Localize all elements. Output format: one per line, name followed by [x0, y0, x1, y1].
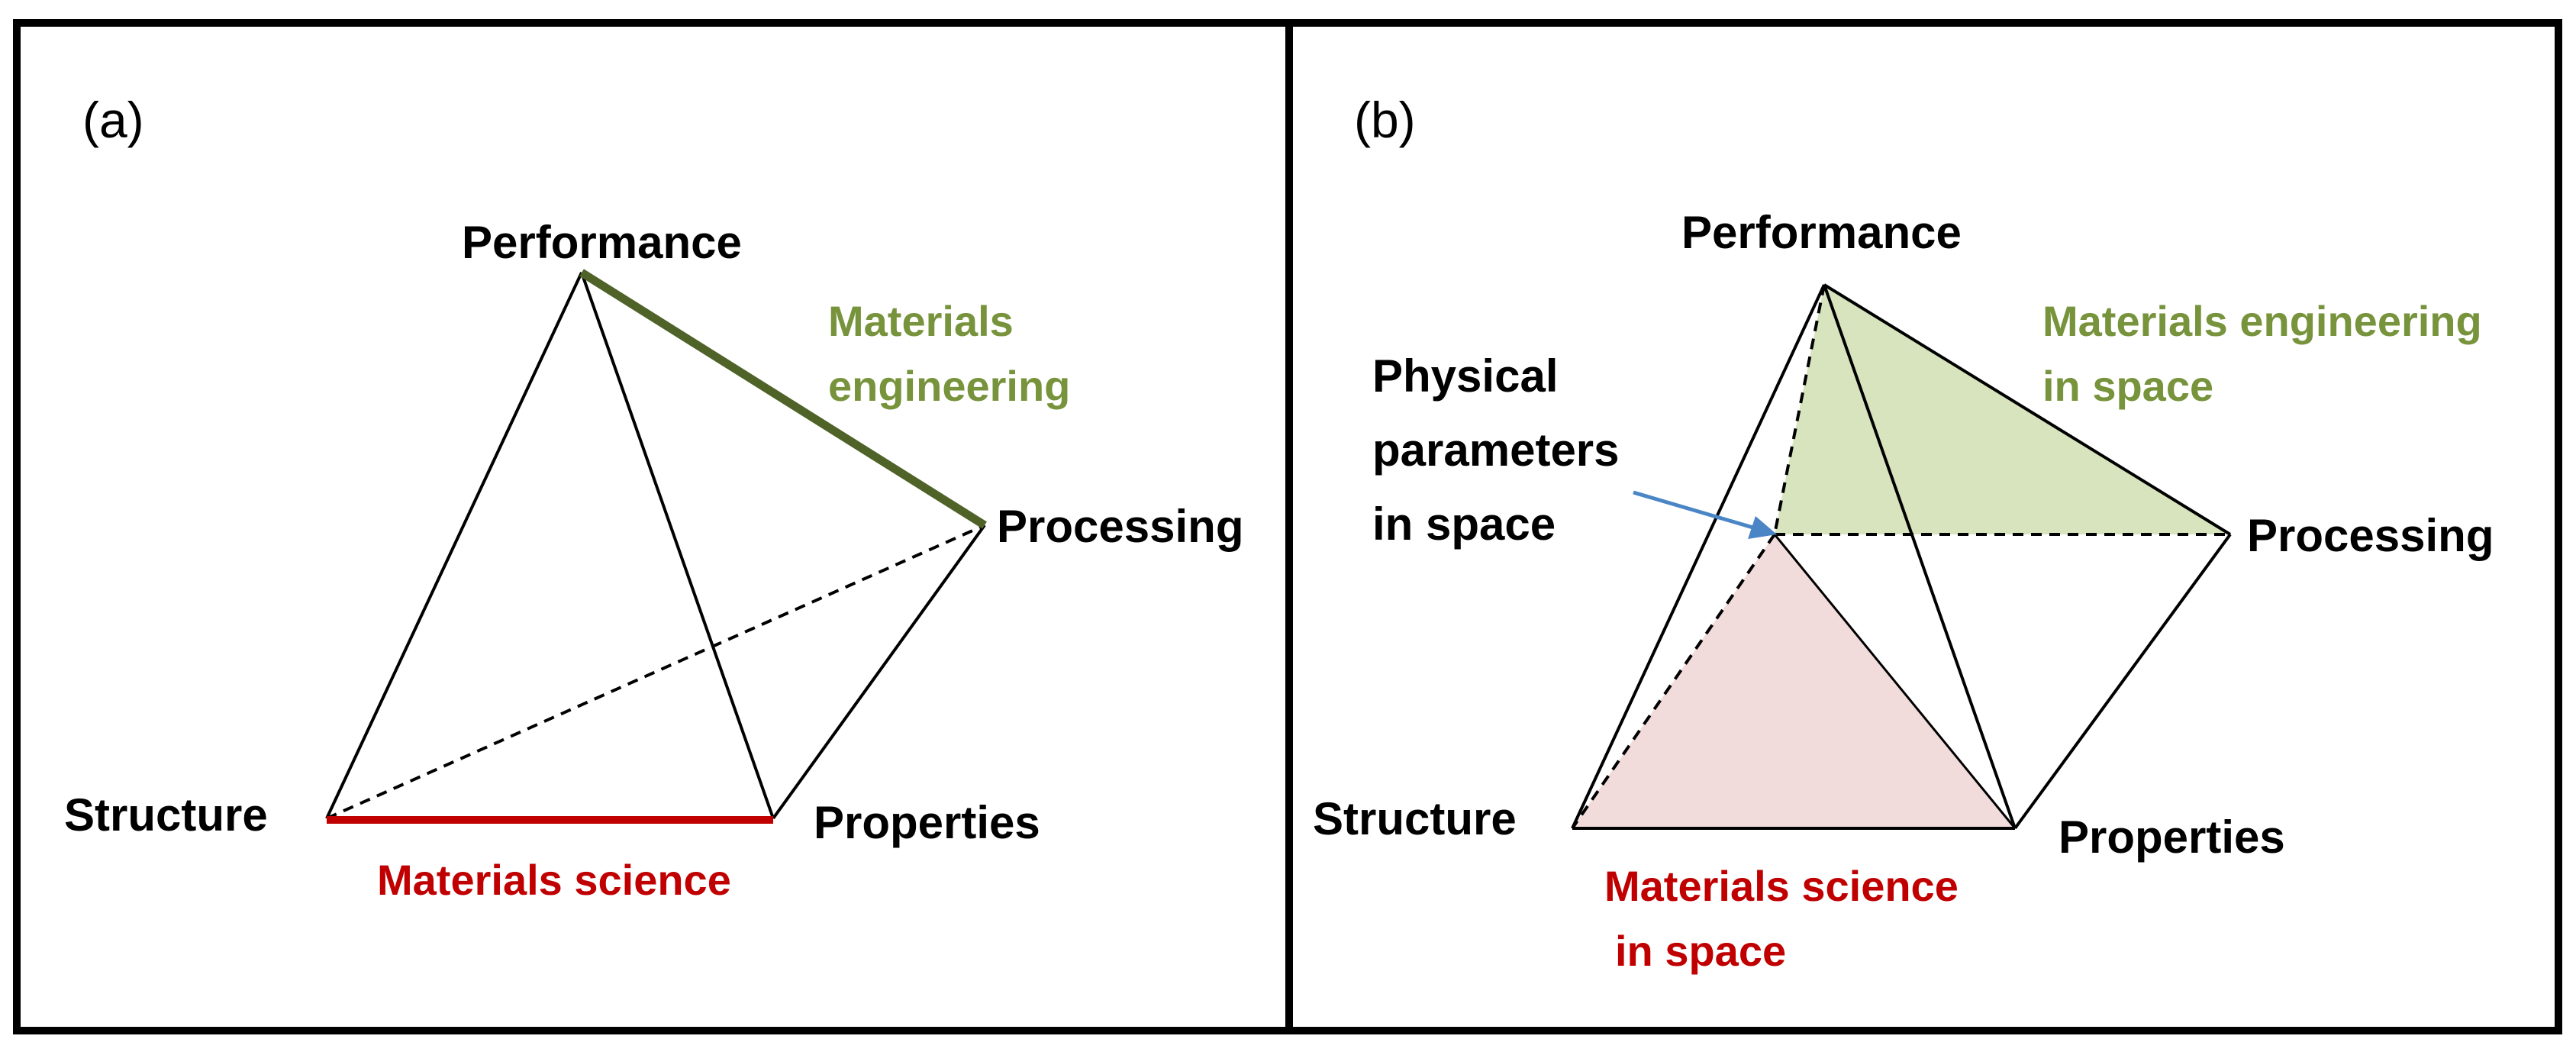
engineering-label-line2: engineering — [828, 362, 1070, 410]
vertex-label-performance: Performance — [462, 217, 742, 268]
physical-label-line3: in space — [1372, 499, 1556, 550]
physical-parameters-arrow — [1633, 490, 1756, 531]
panel-a-label: (a) — [82, 92, 144, 148]
edge-b-physical-properties — [1773, 534, 2017, 829]
vertex-label-structure: Structure — [64, 789, 268, 841]
edge-processing-properties — [772, 524, 986, 820]
physical-label-line1: Physical — [1372, 350, 1559, 402]
edge-b-physical-structure-dashed — [1571, 533, 1776, 830]
panel-a: (a) Performance Processing Structure Pro… — [64, 92, 1243, 904]
panel-b-label: (b) — [1354, 92, 1416, 148]
vertex-b-label-properties: Properties — [2059, 812, 2285, 863]
edge-b-performance-properties — [1823, 284, 2017, 829]
edge-performance-properties — [580, 272, 775, 819]
vertex-label-properties: Properties — [814, 797, 1040, 848]
vertex-b-label-structure: Structure — [1313, 793, 1517, 844]
vertex-b-label-processing: Processing — [2247, 510, 2494, 561]
edge-performance-structure — [325, 272, 583, 819]
physical-label-line2: parameters — [1372, 424, 1620, 476]
science-b-label-line2: in space — [1615, 927, 1786, 975]
edge-b-performance-physical-dashed — [1773, 284, 1826, 535]
edge-b-processing-properties — [2013, 533, 2232, 830]
edge-b-performance-processing — [1823, 283, 2232, 536]
science-b-label-line1: Materials science — [1604, 862, 1959, 910]
edge-b-performance-structure — [1571, 284, 1826, 829]
engineering-b-label-line1: Materials engineering — [2042, 297, 2482, 345]
edge-structure-processing-dashed — [326, 524, 985, 820]
science-label: Materials science — [377, 856, 731, 904]
engineering-label-line1: Materials — [828, 297, 1014, 345]
vertex-label-processing: Processing — [997, 501, 1243, 552]
edge-performance-processing-engineering — [579, 269, 987, 529]
science-plane-fill — [1572, 534, 2015, 828]
vertex-b-label-performance: Performance — [1681, 207, 1962, 258]
physical-parameters-arrowhead — [1748, 516, 1777, 539]
panel-b: (b) Performance Processing Structure Pro… — [1313, 92, 2494, 975]
engineering-b-label-line2: in space — [2042, 362, 2213, 410]
